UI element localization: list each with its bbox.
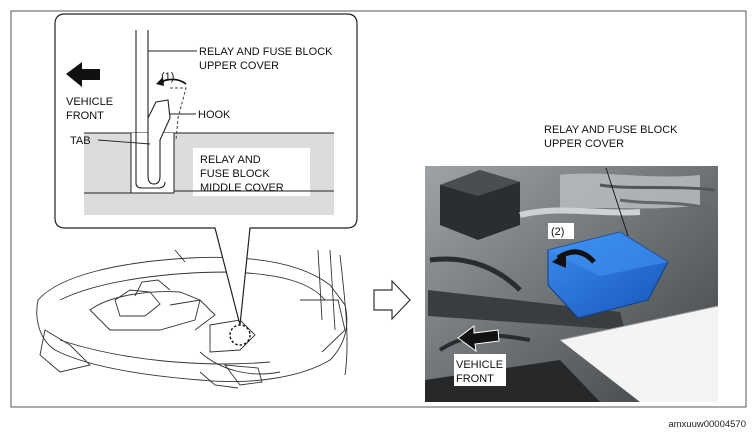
step-2-label: (2) (551, 226, 564, 238)
figure-code: amxuuw00004570 (668, 419, 746, 430)
step-1-label: (1) (161, 71, 174, 83)
hook-label: HOOK (198, 109, 231, 121)
step-arrow-icon (373, 279, 411, 321)
vehicle-front-label-2: FRONT (66, 110, 104, 122)
photo-upper-cover-label-2: UPPER COVER (544, 138, 624, 150)
middle-cover-label-box (193, 148, 310, 196)
photo-vehicle-front-label-1: VEHICLE (456, 359, 503, 371)
middle-cover-label-2: FUSE BLOCK (200, 168, 270, 180)
car-illustration (36, 249, 348, 389)
upper-cover-label-1: RELAY AND FUSE BLOCK (199, 46, 333, 58)
photo-vehicle-label-box (454, 354, 506, 386)
middle-cover-label-3: MIDDLE COVER (200, 182, 284, 194)
hook-dashed-outline (170, 87, 187, 141)
callout-content (66, 30, 334, 215)
photo-upper-cover-label-1: RELAY AND FUSE BLOCK (544, 124, 678, 136)
hook-shape (147, 99, 171, 185)
photo-vehicle-front-label-2: FRONT (456, 373, 494, 385)
photo-step2-label-box (548, 223, 574, 239)
upper-cover-label-2: UPPER COVER (199, 60, 279, 72)
tab-label: TAB (70, 135, 91, 147)
photo-vehicle-front-arrow (457, 325, 500, 353)
middle-cover-label-1: RELAY AND (200, 154, 261, 166)
vehicle-front-arrow (66, 62, 100, 87)
vehicle-front-label-1: VEHICLE (66, 96, 113, 108)
